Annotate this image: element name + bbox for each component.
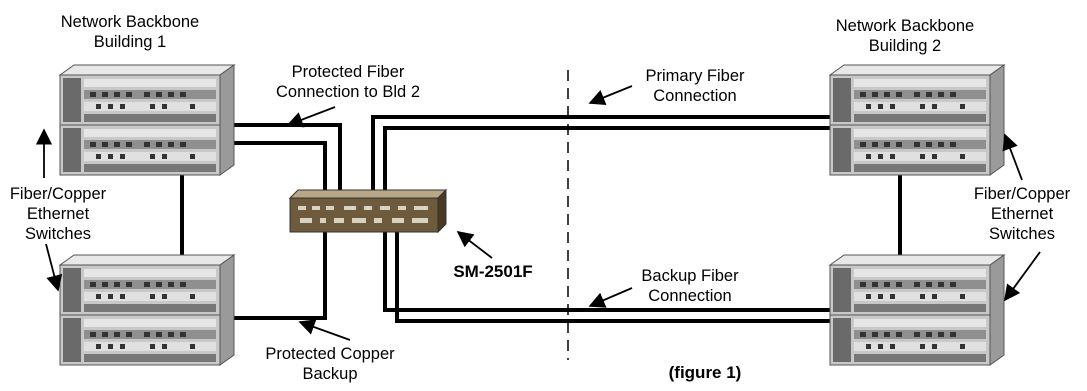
protected-copper-line (232, 232, 327, 320)
switch-building2-top (830, 65, 1004, 175)
sm-2501f-device (288, 188, 448, 234)
arrow-switches-right-up (1002, 133, 1023, 181)
arrow-primary-fiber (588, 85, 633, 106)
arrow-protected-fiber (286, 106, 336, 128)
label-device-model: SM-2501F (453, 262, 533, 281)
protected-fiber-line-1 (232, 123, 342, 198)
label-backbone-building-1: Network Backbone Building 1 (60, 13, 200, 51)
switch-building1-top (60, 65, 234, 175)
figure-caption: (figure 1) (668, 363, 742, 382)
label-protected-fiber: Protected Fiber Connection to Bld 2 (275, 63, 420, 101)
backup-fiber-line-2 (395, 232, 840, 323)
label-switches-left: Fiber/Copper Ethernet Switches (9, 185, 107, 243)
arrow-switches-right-down (1004, 251, 1041, 302)
protected-fiber-line-2 (232, 141, 327, 198)
label-primary-fiber: Primary Fiber Connection (645, 67, 745, 105)
switch-building2-bottom (830, 255, 1004, 365)
primary-fiber-line-2 (383, 126, 840, 200)
backup-fiber-line-1 (383, 232, 840, 312)
arrow-protected-copper (298, 319, 351, 341)
label-protected-copper: Protected Copper Backup (265, 345, 395, 383)
arrow-device (456, 231, 493, 259)
arrow-switches-left-down (45, 243, 63, 292)
label-switches-right: Fiber/Copper Ethernet Switches (973, 185, 1071, 243)
label-backbone-building-2: Network Backbone Building 2 (835, 17, 975, 55)
arrow-backup-fiber (588, 287, 633, 308)
switch-building1-bottom (60, 255, 234, 365)
primary-fiber-line-1 (371, 115, 840, 200)
label-backup-fiber: Backup Fiber Connection (641, 267, 739, 305)
